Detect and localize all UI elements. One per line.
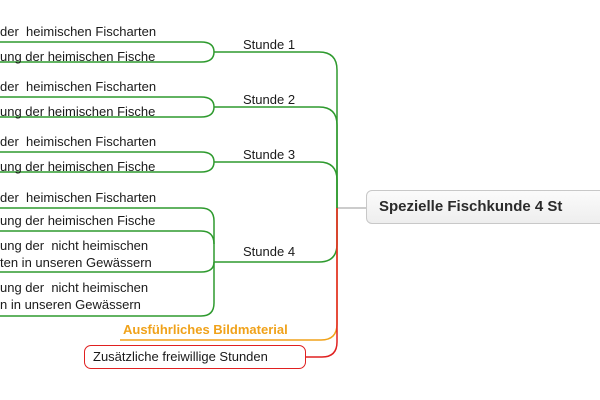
- stunde-3-child-1[interactable]: der heimischen Fischarten: [0, 134, 157, 149]
- stunde-3-branch-line: [214, 161, 338, 208]
- stunde-1-child-2[interactable]: ung der heimischen Fische: [0, 49, 156, 64]
- stunde-3-label[interactable]: Stunde 3: [243, 147, 296, 162]
- stunde-1-label[interactable]: Stunde 1: [243, 37, 296, 52]
- stunde-4-label[interactable]: Stunde 4: [243, 244, 296, 259]
- extra-branch-label[interactable]: Zusätzliche freiwillige Stunden: [84, 345, 306, 369]
- extra-branch-line: [306, 208, 338, 358]
- stunde-1-branch-line: [214, 51, 338, 208]
- stunde-2-branch-line: [214, 106, 338, 208]
- stunde-2-label[interactable]: Stunde 2: [243, 92, 296, 107]
- stunde-4-child-2[interactable]: ung der heimischen Fische: [0, 213, 156, 228]
- stunde-1-child-1[interactable]: der heimischen Fischarten: [0, 24, 157, 39]
- stunde-4-child-separator-1: [0, 230, 215, 245]
- central-topic[interactable]: Spezielle Fischkunde 4 St: [366, 190, 600, 224]
- stunde-2-child-2[interactable]: ung der heimischen Fische: [0, 104, 156, 119]
- stunde-3-child-2[interactable]: ung der heimischen Fische: [0, 159, 156, 174]
- stunde-4-child-1[interactable]: der heimischen Fischarten: [0, 190, 157, 205]
- stunde-4-child-4-line-1[interactable]: ung der nicht heimischen: [0, 280, 149, 295]
- stunde-1-child-bracket: [0, 41, 215, 63]
- stunde-4-child-separator-2: [0, 261, 215, 273]
- stunde-2-child-1[interactable]: der heimischen Fischarten: [0, 79, 157, 94]
- material-branch-label[interactable]: Ausführliches Bildmaterial: [123, 322, 288, 337]
- stunde-3-child-bracket: [0, 151, 215, 173]
- stunde-4-child-3-line-2[interactable]: ten in unseren Gewässern: [0, 255, 152, 270]
- stunde-4-child-4-line-2[interactable]: n in unseren Gewässern: [0, 297, 141, 312]
- stunde-4-child-3-line-1[interactable]: ung der nicht heimischen: [0, 238, 149, 253]
- stunde-2-child-bracket: [0, 96, 215, 118]
